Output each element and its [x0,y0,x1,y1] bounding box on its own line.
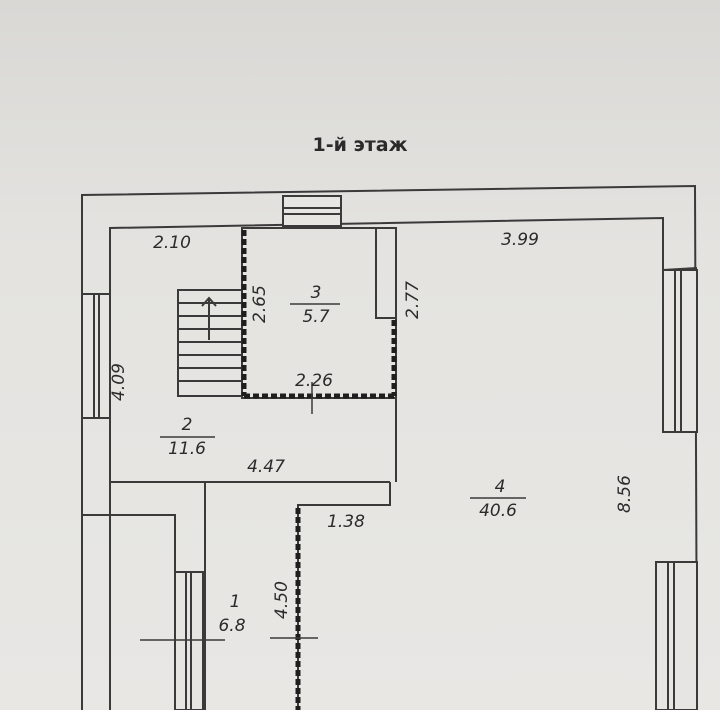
window-right-lower [655,561,698,710]
dimension-label: 8.56 [615,475,635,513]
window-left [81,293,111,419]
dimension-label: 2.77 [403,281,423,319]
dimension-label: 1.38 [327,512,365,532]
room-area: 11.6 [168,439,206,459]
room-area: 40.6 [479,501,517,521]
room-area: 6.8 [218,616,245,636]
dimension-label: 4.50 [272,581,292,619]
dimension-label: 3.99 [501,230,539,250]
niche [375,228,396,319]
window-room1 [174,571,204,710]
dimension-label: 4.47 [247,457,285,477]
room-area: 5.7 [302,307,329,327]
dimension-label: 2.10 [153,233,191,253]
dimension-label: 2.65 [250,285,270,323]
window-top [282,195,342,227]
dimension-label: 2.26 [295,371,333,391]
room-number: 2 [182,415,193,435]
room-number: 3 [311,283,322,303]
outer-wall [81,184,698,710]
room-number: 4 [495,477,506,497]
wall-left-room [82,514,176,710]
floor-title: 1-й этаж [312,134,408,156]
room-number: 1 [230,592,241,612]
dimension-label: 4.09 [109,363,129,401]
